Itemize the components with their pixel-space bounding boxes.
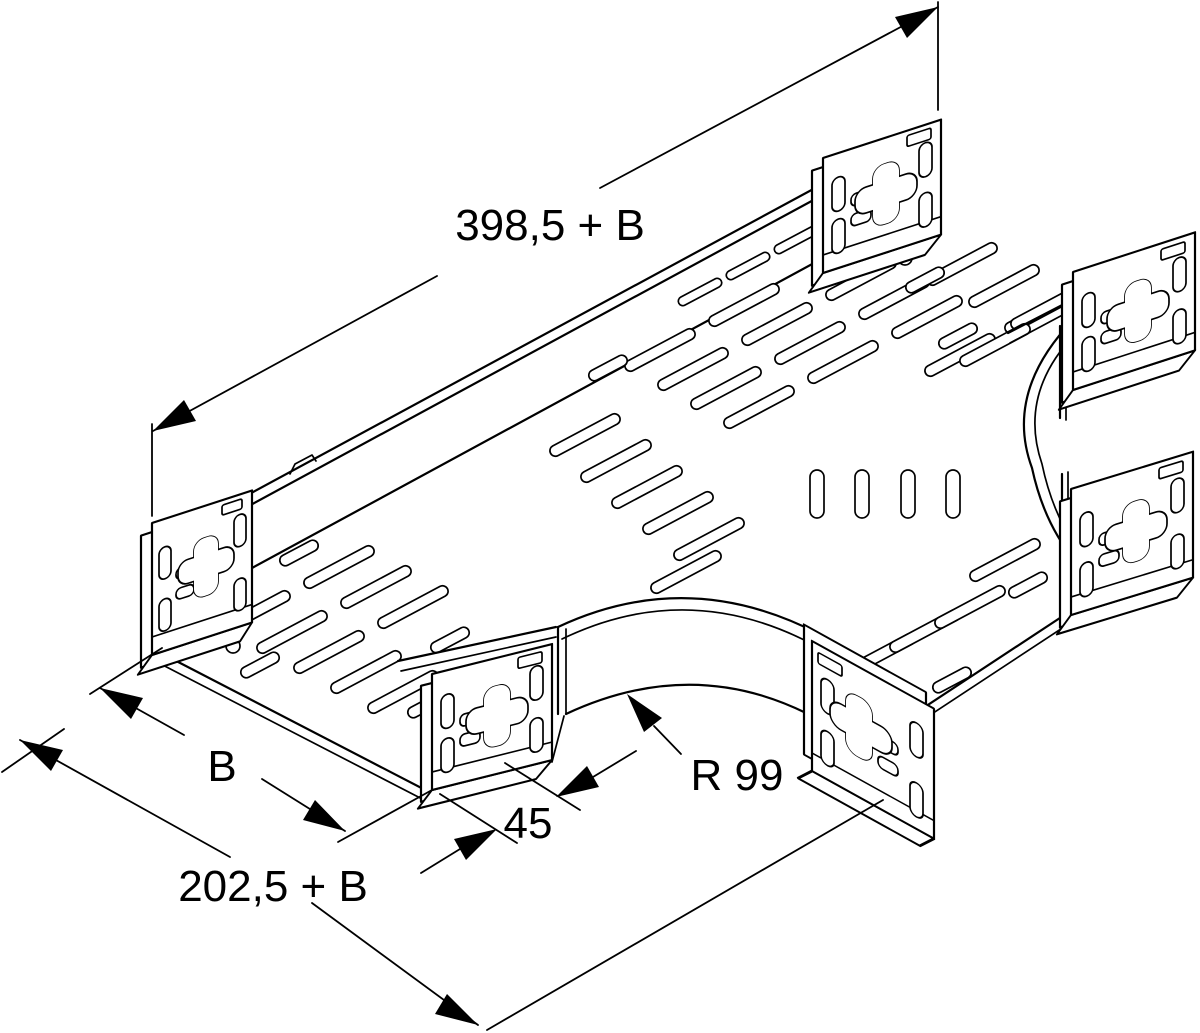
floor-perforations-branch xyxy=(844,537,1049,694)
floor-perforations-center xyxy=(549,412,961,595)
arrowhead xyxy=(153,400,196,431)
label-total-length: 398,5 + B xyxy=(455,201,645,250)
extension-line xyxy=(486,799,884,1031)
arrowhead xyxy=(100,688,143,719)
arrowhead xyxy=(20,740,63,771)
clover-hole xyxy=(465,684,529,748)
flange-left-back xyxy=(136,489,254,676)
rail-notch xyxy=(289,454,317,475)
dimension-branch-length: 202,5 + B xyxy=(1,728,884,1031)
dimension-straight-offset: 45 xyxy=(420,750,637,874)
arrowhead xyxy=(627,694,662,732)
clover-hole xyxy=(177,535,235,598)
floor-perforations-main xyxy=(587,241,1082,430)
label-branch-length: 202,5 + B xyxy=(178,862,368,911)
label-bend-radius: R 99 xyxy=(691,751,784,800)
dimension-bend-radius: R 99 xyxy=(627,694,783,800)
clover-hole xyxy=(1104,499,1168,564)
front-rails xyxy=(396,299,1072,672)
flange-right-front xyxy=(1057,231,1197,411)
arrowhead xyxy=(895,7,938,38)
flange-right-back xyxy=(807,118,943,294)
clover-hole xyxy=(1106,278,1170,343)
flange-branch-right xyxy=(1055,450,1195,636)
label-straight-offset: 45 xyxy=(504,799,553,848)
dimension-tray-width: B xyxy=(89,647,433,843)
extension-line xyxy=(504,762,581,811)
tray-body xyxy=(136,118,1197,848)
clover-hole xyxy=(854,161,918,226)
arrowhead xyxy=(454,829,497,860)
arrowhead xyxy=(435,994,478,1025)
label-tray-width: B xyxy=(207,742,236,791)
slot xyxy=(725,251,771,281)
bend-segment-front xyxy=(556,597,821,716)
extension-line xyxy=(439,793,518,844)
clover-hole xyxy=(829,693,893,761)
dimension-total-length: 398,5 + B xyxy=(151,1,939,517)
arrowhead xyxy=(303,800,345,831)
flange-left-front xyxy=(416,642,554,810)
extension-line xyxy=(337,789,433,843)
floor-perforations-left xyxy=(194,539,471,719)
arrowhead xyxy=(556,766,599,797)
slot xyxy=(677,277,723,307)
dimensions: 398,5 + B B 202,5 + B xyxy=(1,1,939,1031)
extension-line xyxy=(89,647,163,695)
flange-branch-left xyxy=(796,623,936,848)
